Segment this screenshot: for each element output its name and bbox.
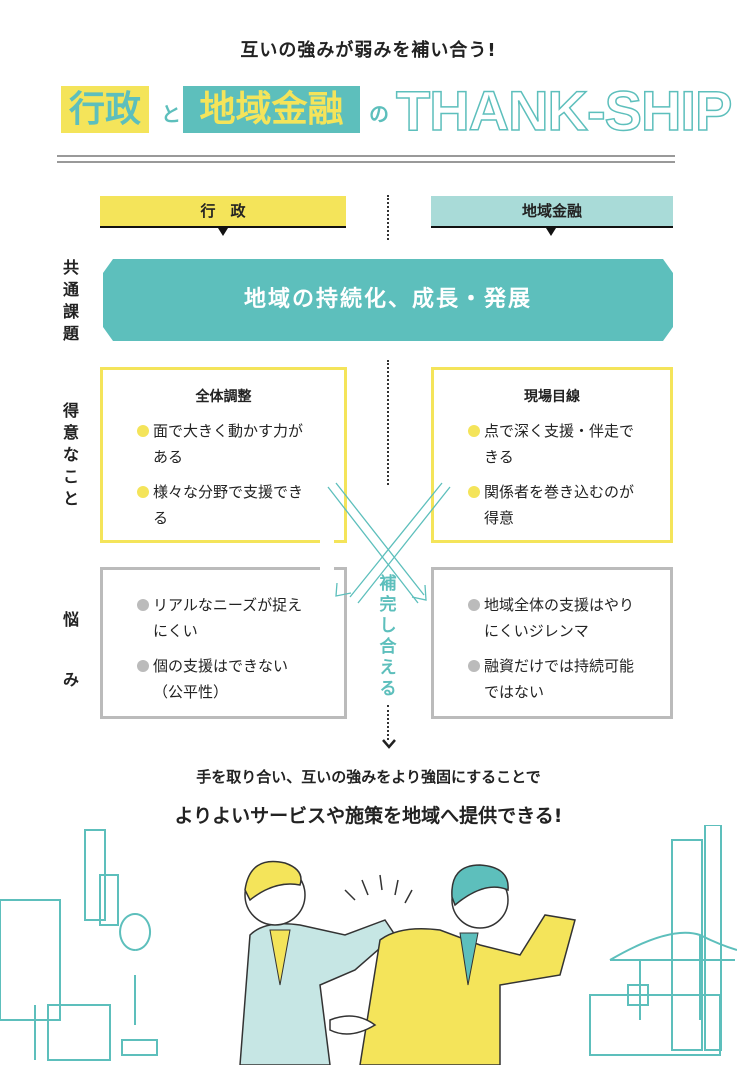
dotted-divider — [387, 360, 389, 485]
item-text: 個の支援はできない（公平性） — [153, 657, 289, 701]
worry-box-gyosei: リアルなニーズが捉えにくい 個の支援はできない（公平性） — [100, 567, 347, 719]
list-item: 様々な分野で支援できる — [137, 479, 307, 531]
dotted-divider — [387, 195, 389, 240]
dotted-divider — [387, 705, 389, 740]
list-item: 関係者を巻き込むのが得意 — [468, 479, 643, 531]
bullet-icon — [468, 425, 480, 437]
bullet-icon — [137, 599, 149, 611]
worry-box-kinyu: 地域全体の支援はやりにくいジレンマ 融資だけでは持続可能ではない — [431, 567, 673, 719]
list-item: 地域全体の支援はやりにくいジレンマ — [468, 592, 643, 644]
item-text: 様々な分野で支援できる — [153, 483, 304, 527]
pointer-icon — [218, 228, 228, 236]
bullet-icon — [137, 486, 149, 498]
bullet-icon — [468, 660, 480, 672]
item-text: リアルなニーズが捉えにくい — [153, 596, 303, 640]
row-label-common: 共通課題 — [62, 258, 79, 343]
title-chiiki-kinyu: 地域金融 — [183, 86, 360, 133]
title-gyosei: 行政 — [61, 86, 149, 133]
item-text: 面で大きく動かす力がある — [153, 422, 304, 466]
box-title: 現場目線 — [524, 389, 580, 405]
strength-box-kinyu: 現場目線 点で深く支援・伴走できる 関係者を巻き込むのが得意 — [431, 367, 673, 543]
item-text: 関係者を巻き込むのが得意 — [484, 483, 635, 527]
title-thank-ship: THANK-SHIP — [395, 78, 733, 143]
item-text: 地域全体の支援はやりにくいジレンマ — [484, 596, 635, 640]
list-item: 融資だけでは持続可能ではない — [468, 653, 643, 705]
list-item: リアルなニーズが捉えにくい — [137, 592, 312, 644]
complement-label: 補完し合える — [379, 574, 397, 699]
divider — [57, 161, 675, 163]
row-label-strengths: 得意なこと — [62, 401, 79, 508]
column-header-gyosei: 行 政 — [100, 196, 346, 228]
title-conj-to: と — [161, 102, 181, 126]
chevron-down-icon — [382, 739, 396, 749]
list-item: 点で深く支援・伴走できる — [468, 418, 643, 470]
strength-box-gyosei: 全体調整 面で大きく動かす力がある 様々な分野で支援できる — [100, 367, 347, 543]
bullet-icon — [137, 660, 149, 672]
column-header-kinyu: 地域金融 — [431, 196, 673, 228]
common-issue-banner: 地域の持続化、成長・発展 — [103, 259, 673, 341]
title-conj-no: の — [369, 102, 389, 126]
bullet-icon — [468, 486, 480, 498]
row-label-worries: 悩み — [62, 610, 79, 689]
conclusion-line-2: よりよいサービスや施策を地域へ提供できる! — [174, 805, 563, 827]
subtitle: 互いの強みが弱みを補い合う! — [240, 40, 497, 61]
bullet-icon — [468, 599, 480, 611]
item-text: 融資だけでは持続可能ではない — [484, 657, 635, 701]
divider — [57, 155, 675, 157]
pointer-icon — [546, 228, 556, 236]
list-item: 個の支援はできない（公平性） — [137, 653, 312, 705]
bullet-icon — [137, 425, 149, 437]
list-item: 面で大きく動かす力がある — [137, 418, 307, 470]
handshake-illustration — [0, 825, 737, 1065]
crossing-arrows-icon — [320, 475, 451, 604]
item-text: 点で深く支援・伴走できる — [484, 422, 635, 466]
conclusion-line-1: 手を取り合い、互いの強みをより強固にすることで — [196, 768, 541, 786]
box-title: 全体調整 — [195, 389, 252, 405]
